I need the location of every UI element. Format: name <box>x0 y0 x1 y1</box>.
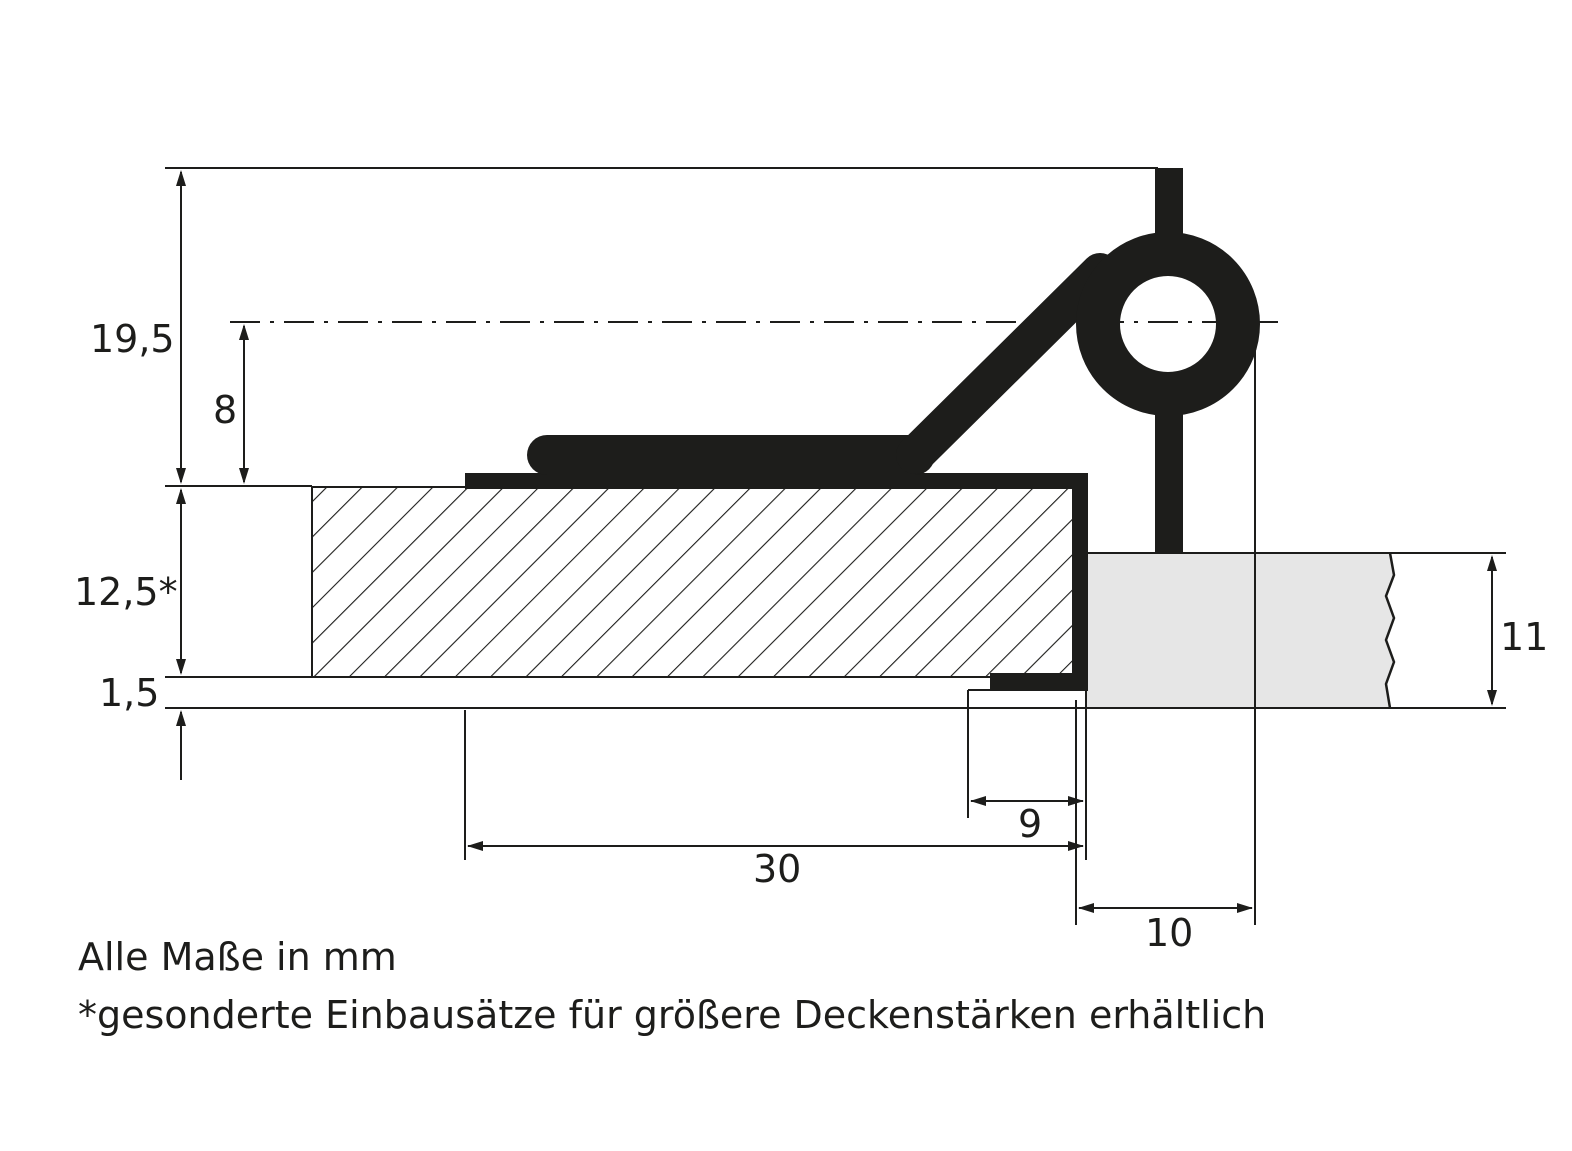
frame-profile <box>465 473 1088 691</box>
label-ceiling-thickness: 11 <box>1500 615 1548 659</box>
extension-lines <box>165 167 1256 925</box>
ceiling-slab <box>1085 553 1394 708</box>
label-panel-thickness: 12,5* <box>74 570 178 614</box>
label-bottom-offset: 1,5 <box>99 671 159 715</box>
label-height-total: 19,5 <box>90 317 175 361</box>
label-width-30: 30 <box>753 847 801 891</box>
hinge-knuckle <box>1076 232 1260 416</box>
units-note: Alle Maße in mm <box>78 935 397 979</box>
footnote: *gesonderte Einbausätze für größere Deck… <box>78 993 1266 1037</box>
hatched-panel <box>311 486 1077 678</box>
hinge-pin-lower <box>1155 390 1183 552</box>
hinge-pin-upper <box>1155 168 1183 258</box>
label-overlap-9: 9 <box>1018 802 1042 846</box>
label-pivot-height: 8 <box>213 388 237 432</box>
dimension-lines <box>176 170 1497 913</box>
label-hinge-offset-10: 10 <box>1145 911 1193 955</box>
ceiling-break-line <box>1384 552 1396 709</box>
hinge-arm <box>527 253 1119 475</box>
